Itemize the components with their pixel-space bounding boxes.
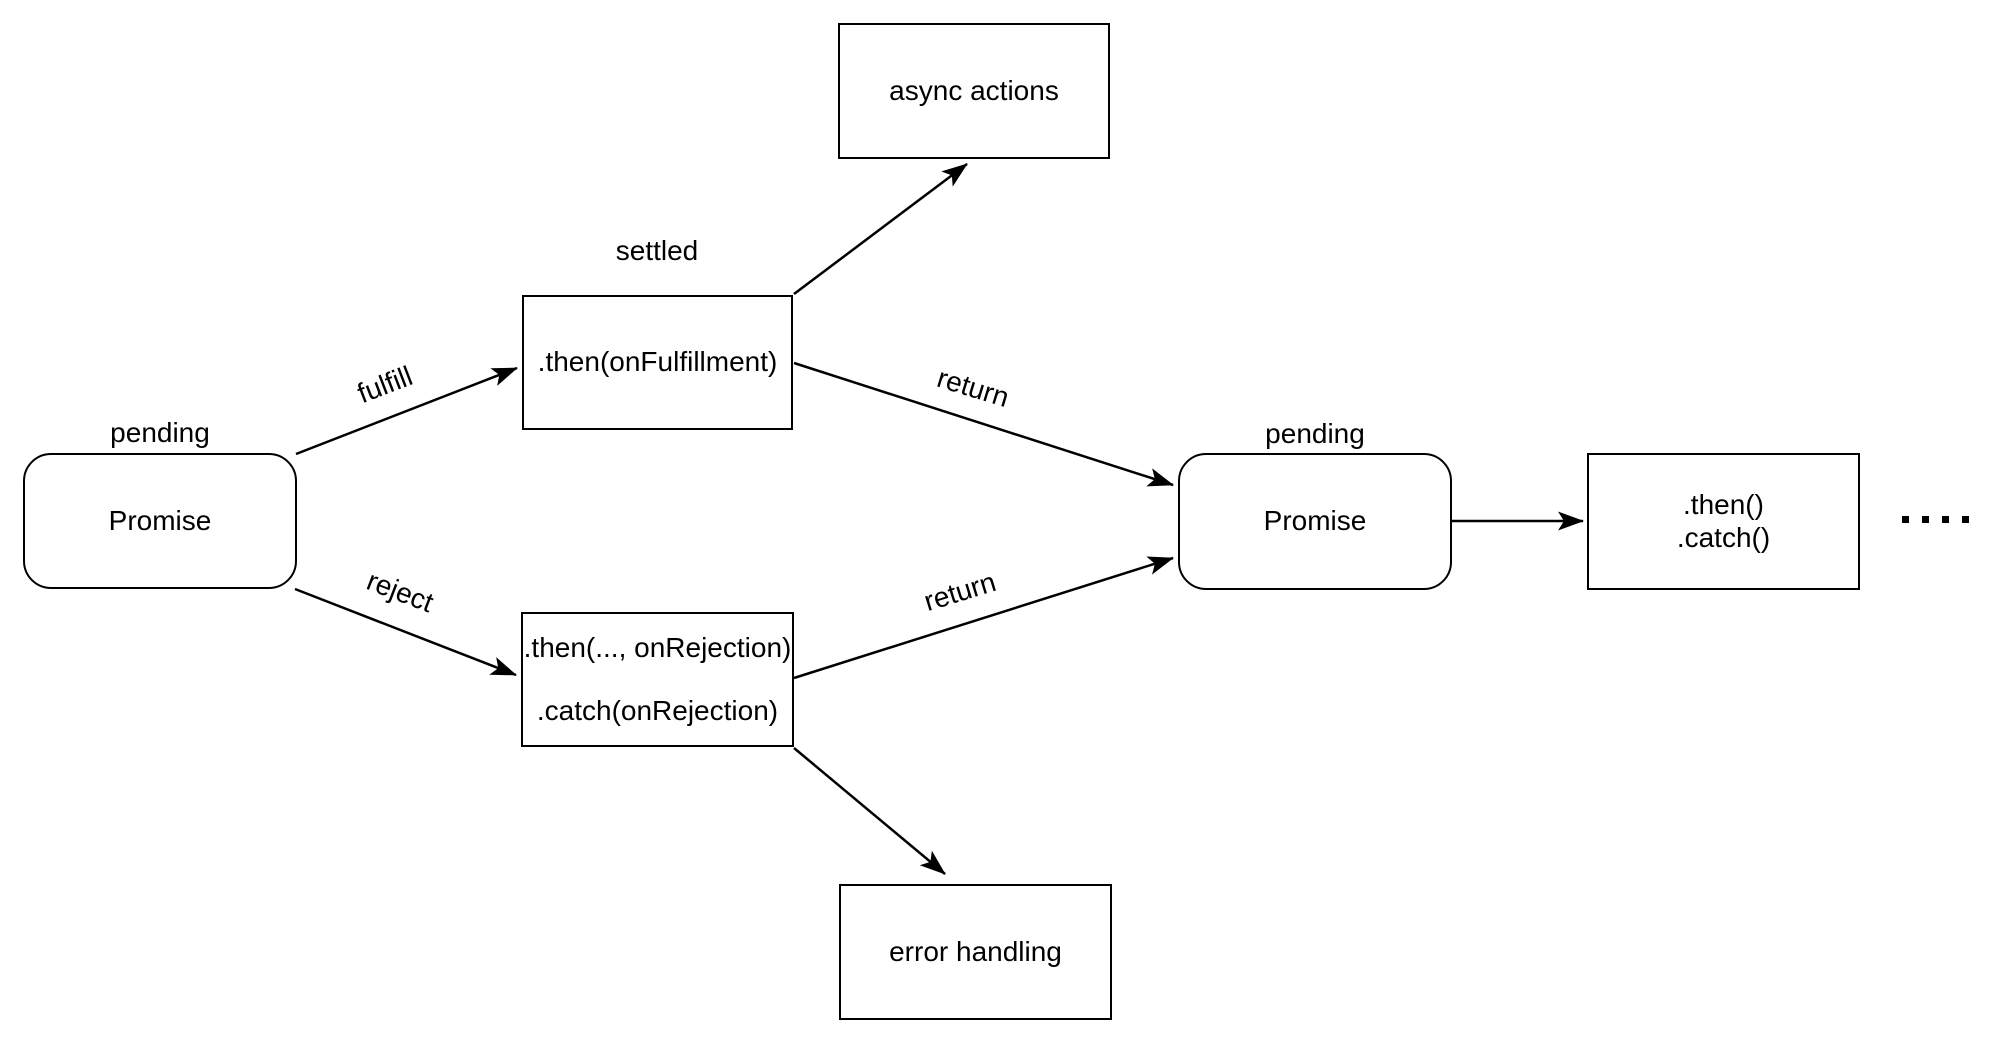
ellipsis-dot: [1902, 516, 1909, 523]
node-then-chain-line: .then(): [1683, 489, 1764, 521]
ellipsis-dot: [1962, 516, 1969, 523]
node-then-onrejection-line: .then(..., onRejection): [523, 632, 792, 664]
reject-arrow: [294, 587, 517, 677]
fulfill-arrow: [295, 366, 518, 456]
state-label-pending-next: pending: [1265, 418, 1365, 449]
return-lower-arrow: [793, 556, 1174, 680]
async-actions-arrow: [793, 163, 968, 295]
error-handling-arrow: [793, 747, 946, 875]
node-promise-next-label: Promise: [1263, 505, 1367, 537]
node-error-handling: error handling: [839, 884, 1112, 1020]
node-then-catch-chain: .then() .catch(): [1587, 453, 1860, 590]
state-label-settled: settled: [615, 235, 699, 266]
ellipsis-dot: [1942, 516, 1949, 523]
node-then-onfulfillment: .then(onFulfillment): [522, 295, 793, 430]
return-upper-arrow: [793, 361, 1174, 487]
node-catch-onrejection-line: .catch(onRejection): [536, 694, 779, 726]
node-promise-initial-label: Promise: [108, 504, 212, 536]
ellipsis-dot: [1922, 516, 1929, 523]
node-then-catch-onrejection: .then(..., onRejection) .catch(onRejecti…: [521, 612, 794, 747]
node-async-actions: async actions: [838, 23, 1110, 159]
node-then-onfulfillment-label: .then(onFulfillment): [537, 346, 778, 378]
ellipsis-icon: [1902, 516, 1969, 523]
state-label-pending-initial: pending: [110, 417, 210, 448]
node-promise-next: Promise: [1178, 453, 1452, 590]
node-async-actions-label: async actions: [889, 74, 1059, 106]
node-catch-chain-line: .catch(): [1676, 521, 1771, 553]
node-error-handling-label: error handling: [889, 935, 1062, 967]
node-promise-initial: Promise: [23, 453, 297, 589]
